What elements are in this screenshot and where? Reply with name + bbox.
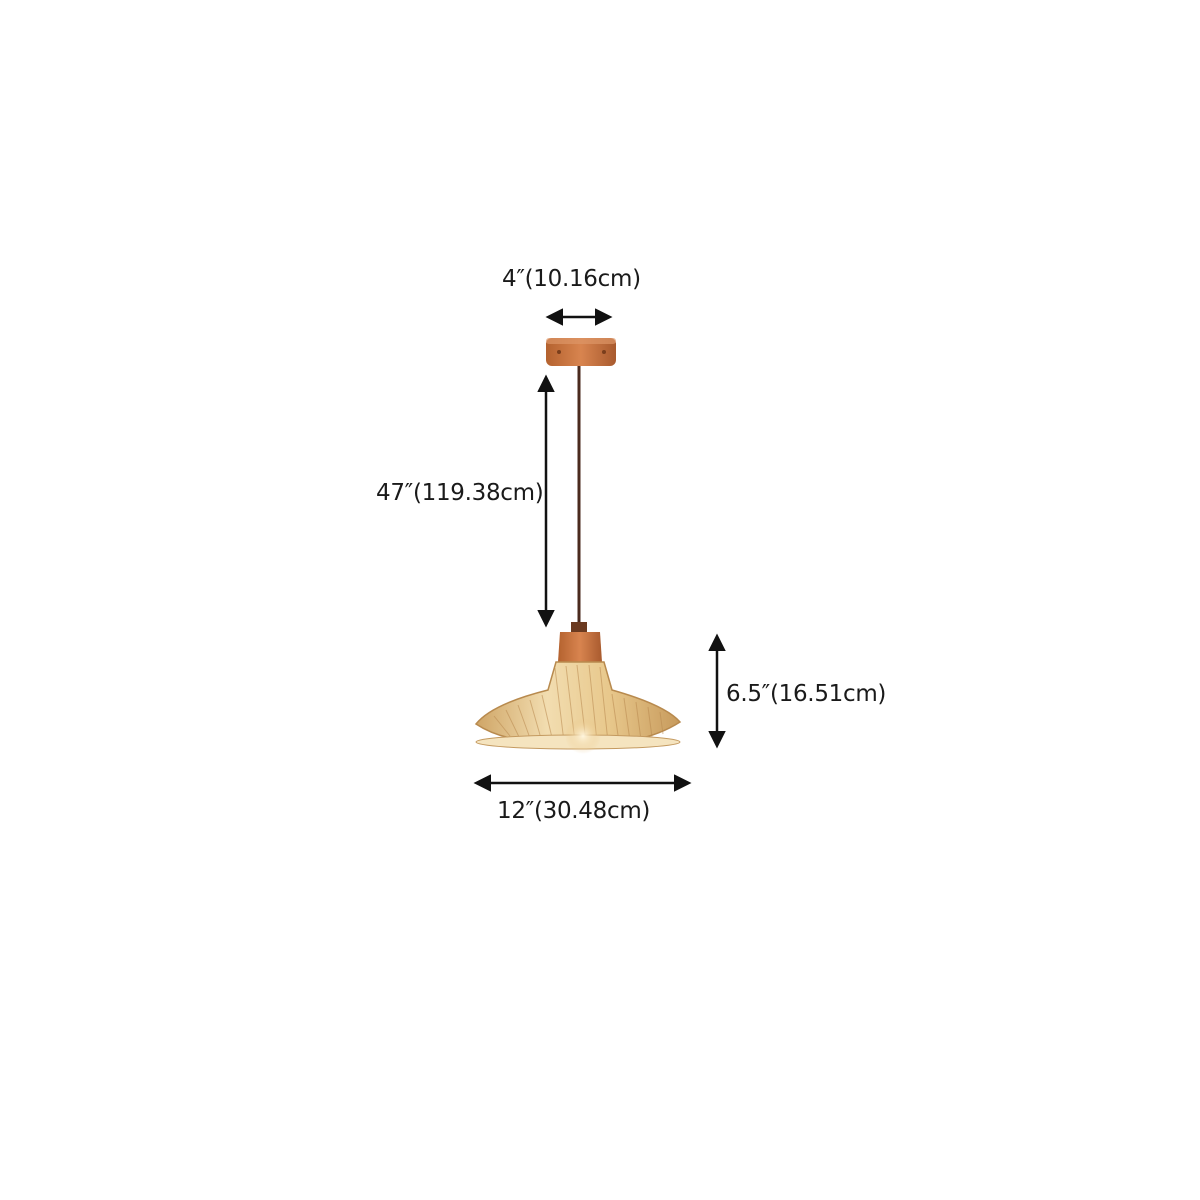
bulb-icon <box>565 718 601 754</box>
canopy-width-label: 4″(10.16cm) <box>502 266 641 292</box>
wood-socket-cap <box>558 622 602 662</box>
ribbed-glass-shade <box>474 661 682 754</box>
ceiling-canopy <box>546 338 616 366</box>
shade-height-label: 6.5″(16.51cm) <box>726 681 887 707</box>
shade-width-label: 12″(30.48cm) <box>497 798 651 824</box>
cord-length-label: 47″(119.38cm) <box>376 480 544 506</box>
